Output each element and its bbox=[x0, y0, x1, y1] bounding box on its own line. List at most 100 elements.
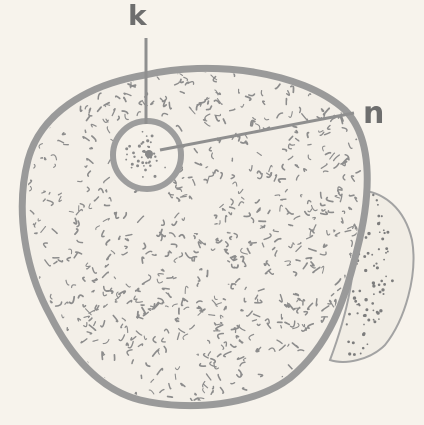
stipple-dot bbox=[362, 347, 365, 350]
texture-stroke bbox=[256, 400, 259, 404]
texture-stroke bbox=[351, 75, 353, 76]
texture-stroke bbox=[324, 244, 327, 247]
texture-stroke bbox=[200, 269, 202, 270]
stipple-dot bbox=[383, 259, 385, 261]
texture-stroke bbox=[115, 301, 117, 303]
stipple-dot bbox=[373, 265, 375, 267]
texture-stroke bbox=[285, 402, 288, 408]
texture-stroke bbox=[67, 374, 73, 376]
stipple-dot bbox=[356, 304, 358, 306]
texture-stroke bbox=[105, 205, 110, 206]
stipple-dot bbox=[354, 300, 357, 303]
stipple-dot bbox=[367, 343, 369, 345]
texture-stroke bbox=[69, 357, 72, 361]
texture-stroke bbox=[269, 66, 271, 69]
texture-stroke bbox=[41, 158, 43, 159]
texture-stroke bbox=[296, 66, 302, 70]
texture-stroke bbox=[356, 100, 361, 106]
texture-stroke bbox=[317, 375, 322, 379]
texture-stroke bbox=[343, 65, 347, 67]
stipple-dot bbox=[364, 269, 367, 272]
texture-stroke bbox=[329, 347, 332, 351]
stipple-dot bbox=[376, 311, 379, 314]
stipple-dot bbox=[376, 199, 378, 201]
texture-stroke bbox=[346, 367, 349, 369]
texture-stroke bbox=[188, 177, 191, 178]
texture-stroke bbox=[61, 85, 64, 88]
texture-stroke bbox=[208, 101, 209, 104]
texture-stroke bbox=[44, 99, 49, 103]
texture-stroke bbox=[168, 397, 173, 398]
granule bbox=[154, 175, 157, 178]
texture-stroke bbox=[334, 376, 337, 378]
texture-stroke bbox=[159, 65, 163, 68]
texture-stroke bbox=[90, 148, 92, 149]
stipple-dot bbox=[381, 237, 384, 240]
texture-stroke bbox=[316, 299, 317, 306]
granule bbox=[149, 164, 151, 166]
texture-stroke bbox=[32, 380, 35, 385]
texture-stroke bbox=[207, 271, 208, 277]
texture-stroke bbox=[331, 67, 336, 72]
texture-stroke bbox=[80, 70, 83, 72]
texture-stroke bbox=[182, 300, 183, 306]
texture-stroke bbox=[45, 158, 46, 160]
granule bbox=[125, 147, 128, 150]
texture-stroke bbox=[181, 196, 187, 197]
texture-stroke bbox=[194, 236, 195, 239]
texture-stroke bbox=[23, 379, 26, 383]
texture-stroke bbox=[33, 107, 38, 112]
texture-stroke bbox=[298, 350, 304, 351]
granule bbox=[153, 152, 155, 154]
texture-stroke bbox=[119, 398, 124, 402]
texture-stroke bbox=[24, 363, 31, 366]
texture-stroke bbox=[299, 391, 304, 392]
texture-stroke bbox=[33, 224, 34, 225]
texture-stroke bbox=[337, 396, 342, 400]
texture-stroke bbox=[223, 299, 225, 300]
granule bbox=[144, 169, 147, 172]
stipple-dot bbox=[363, 314, 366, 317]
texture-stroke bbox=[339, 80, 344, 81]
granule bbox=[143, 165, 145, 167]
nucleolus bbox=[145, 150, 153, 158]
texture-stroke bbox=[274, 406, 280, 410]
granule bbox=[148, 162, 150, 164]
texture-stroke bbox=[336, 66, 342, 67]
stipple-dot bbox=[378, 222, 380, 224]
texture-stroke bbox=[52, 361, 55, 366]
stipple-dot bbox=[379, 309, 382, 312]
granule bbox=[154, 155, 156, 157]
texture-stroke bbox=[316, 388, 319, 391]
texture-stroke bbox=[328, 346, 331, 349]
texture-stroke bbox=[92, 392, 94, 395]
texture-stroke bbox=[299, 403, 304, 408]
texture-stroke bbox=[126, 343, 128, 345]
texture-stroke bbox=[340, 409, 343, 412]
texture-stroke bbox=[38, 110, 42, 115]
texture-stroke bbox=[296, 260, 300, 261]
stipple-dot bbox=[367, 232, 370, 235]
stipple-dot bbox=[358, 303, 360, 305]
texture-stroke bbox=[311, 406, 316, 410]
stipple-dot bbox=[383, 232, 385, 234]
texture-stroke bbox=[329, 351, 331, 355]
texture-stroke bbox=[67, 409, 71, 414]
texture-stroke bbox=[29, 345, 32, 348]
texture-stroke bbox=[30, 339, 35, 344]
stipple-dot bbox=[385, 247, 388, 250]
texture-stroke bbox=[25, 141, 29, 144]
texture-stroke bbox=[60, 395, 66, 397]
texture-stroke bbox=[306, 258, 311, 259]
label-k: k bbox=[128, 2, 147, 30]
stipple-dot bbox=[373, 320, 376, 323]
texture-stroke bbox=[299, 62, 303, 65]
texture-stroke bbox=[58, 93, 63, 97]
texture-stroke bbox=[46, 324, 48, 326]
stipple-dot bbox=[385, 252, 387, 254]
texture-stroke bbox=[349, 373, 356, 375]
stipple-dot bbox=[364, 298, 367, 301]
stipple-dot bbox=[380, 280, 383, 283]
texture-stroke bbox=[85, 130, 86, 132]
